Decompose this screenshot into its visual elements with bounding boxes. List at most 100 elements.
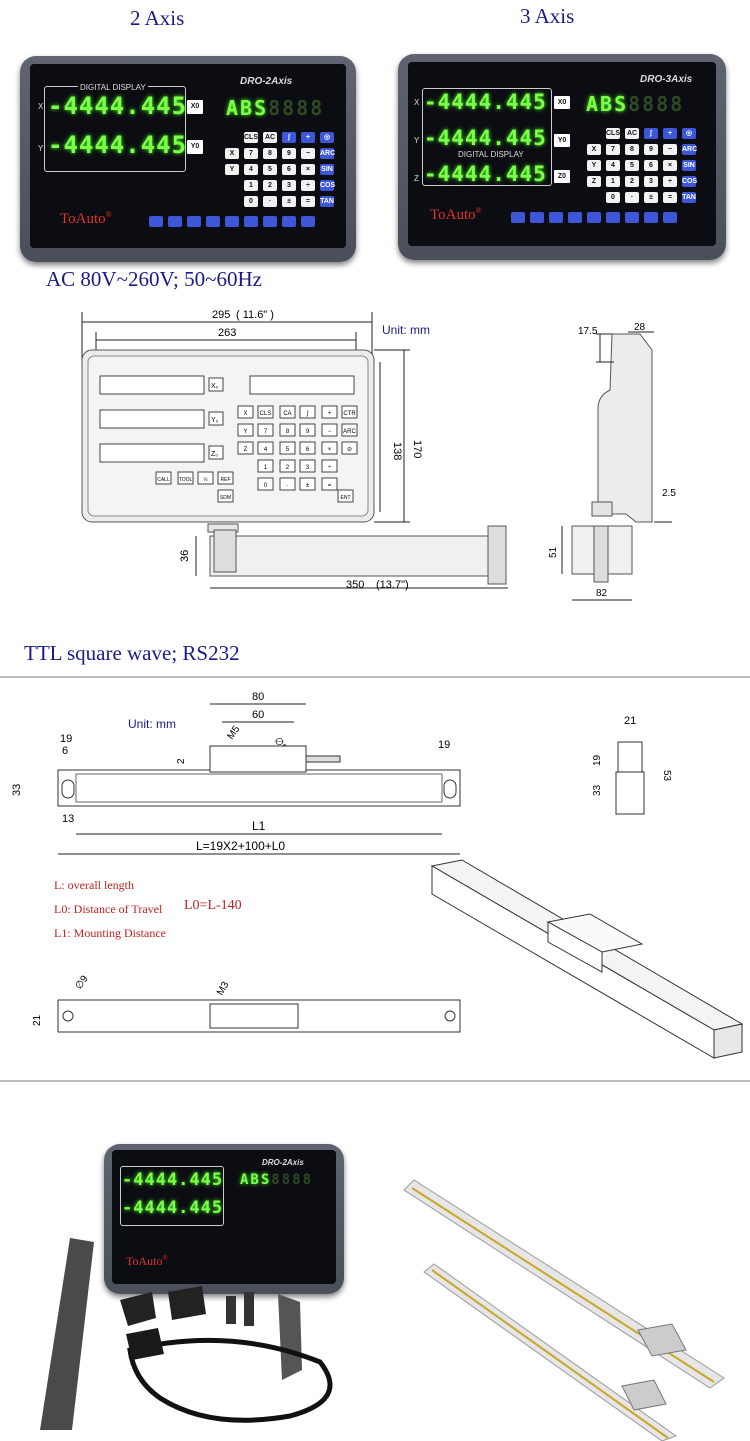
axis-select-key[interactable]: Y (225, 164, 239, 175)
keypad-key[interactable]: 1 (244, 180, 258, 191)
keypad-key[interactable]: 2 (625, 176, 639, 187)
function-key[interactable] (663, 212, 677, 223)
drawing-key (321, 423, 338, 437)
keypad-key[interactable]: SIN (682, 160, 696, 171)
function-key[interactable] (644, 212, 658, 223)
dro-2axis-zero-y[interactable]: Y0 (187, 140, 203, 154)
keypad-key[interactable]: COS (320, 180, 336, 191)
dim-350-in: (13.7") (376, 579, 409, 591)
function-key[interactable] (530, 212, 544, 223)
function-key[interactable] (244, 216, 258, 227)
keypad-key[interactable]: 0 (606, 192, 620, 203)
function-key[interactable] (549, 212, 563, 223)
function-key[interactable] (206, 216, 220, 227)
function-key[interactable] (606, 212, 620, 223)
function-key[interactable] (282, 216, 296, 227)
drawing-key-label: − (328, 429, 332, 435)
keypad-key[interactable]: AC (625, 128, 639, 139)
keypad-key[interactable]: 9 (282, 148, 296, 159)
function-key[interactable] (301, 216, 315, 227)
dro-3axis-zero-x[interactable]: X0 (554, 96, 570, 109)
drawing-fn-key (217, 489, 234, 503)
function-key[interactable] (149, 216, 163, 227)
keypad-key[interactable]: + (301, 132, 315, 143)
keypad-key[interactable]: − (301, 148, 315, 159)
keypad-key[interactable]: COS (682, 176, 698, 187)
drawing-fn-key-label: TOOL (179, 477, 193, 483)
keypad-key[interactable]: ◎ (682, 128, 696, 139)
keypad-key[interactable]: ARC (682, 144, 698, 155)
isometric-scale (430, 859, 744, 1059)
keypad-key[interactable]: CLS (606, 128, 620, 139)
function-key[interactable] (187, 216, 201, 227)
keypad-key[interactable]: TAN (320, 196, 334, 207)
keypad-key[interactable]: 5 (625, 160, 639, 171)
drawing-key-label: X (243, 411, 247, 417)
legend-l0: L0: Distance of Travel (54, 902, 163, 916)
keypad-key[interactable]: ∫ (644, 128, 658, 139)
keypad-key[interactable]: 2 (263, 180, 277, 191)
function-key[interactable] (625, 212, 639, 223)
drawing-key-label: + (328, 411, 332, 417)
dro-3axis-readout-x: -4444.445 (424, 90, 547, 114)
keypad-key[interactable]: · (263, 196, 277, 207)
keypad-key[interactable]: 8 (263, 148, 277, 159)
keypad-key[interactable]: 3 (282, 180, 296, 191)
function-key[interactable] (587, 212, 601, 223)
keypad-key[interactable]: 7 (606, 144, 620, 155)
keypad-key[interactable]: ARC (320, 148, 336, 159)
keypad-key[interactable]: AC (263, 132, 277, 143)
dro-2axis-zero-x[interactable]: X0 (187, 100, 203, 114)
keypad-key[interactable]: 4 (244, 164, 258, 175)
dim-m5: M5 (225, 724, 242, 742)
keypad-key[interactable]: CLS (244, 132, 258, 143)
dro-2axis-mode: ABS8888 (226, 96, 325, 120)
keypad-key[interactable]: 9 (644, 144, 658, 155)
axis-select-key[interactable]: Z (587, 176, 601, 187)
keypad-key[interactable]: SIN (320, 164, 334, 175)
dro-3axis-zero-y[interactable]: Y0 (554, 134, 570, 147)
axis-select-key[interactable]: X (225, 148, 239, 159)
keypad-key[interactable]: 4 (606, 160, 620, 171)
keypad-key[interactable]: TAN (682, 192, 696, 203)
axis-select-key[interactable]: Y (587, 160, 601, 171)
function-key[interactable] (225, 216, 239, 227)
drawing-key (299, 423, 316, 437)
keypad-key[interactable]: 7 (244, 148, 258, 159)
dro-2axis-panel-label: DIGITAL DISPLAY (78, 83, 148, 92)
product-dro-brand: ToAuto® (126, 1254, 168, 1268)
dro-3axis-zero-z[interactable]: Z0 (554, 170, 570, 183)
dim-s19: 19 (592, 754, 603, 766)
keypad-key[interactable]: ± (644, 192, 658, 203)
keypad-key[interactable]: = (301, 196, 315, 207)
keypad-key[interactable]: · (625, 192, 639, 203)
keypad-key[interactable]: ÷ (663, 176, 677, 187)
keypad-key[interactable]: ∫ (282, 132, 296, 143)
keypad-key[interactable]: 5 (263, 164, 277, 175)
axis-select-key[interactable]: X (587, 144, 601, 155)
keypad-key[interactable]: 1 (606, 176, 620, 187)
product-dro-face: DRO-2Axis -4444.445 -4444.445 ABS8888 To… (112, 1150, 336, 1284)
function-key[interactable] (263, 216, 277, 227)
function-key[interactable] (511, 212, 525, 223)
zero-key-z (208, 445, 224, 460)
keypad-key[interactable]: 8 (625, 144, 639, 155)
dro-3axis-display-frame (422, 88, 552, 186)
function-key[interactable] (568, 212, 582, 223)
keypad-key[interactable]: ◎ (320, 132, 334, 143)
keypad-key[interactable]: ÷ (301, 180, 315, 191)
drawing-key (321, 477, 338, 491)
keypad-key[interactable]: 6 (282, 164, 296, 175)
drawing-fn-key-label: ENT (341, 495, 351, 501)
drawing-fn-key (155, 471, 172, 485)
keypad-key[interactable]: + (663, 128, 677, 139)
keypad-key[interactable]: 6 (644, 160, 658, 171)
keypad-key[interactable]: = (663, 192, 677, 203)
keypad-key[interactable]: − (663, 144, 677, 155)
keypad-key[interactable]: 0 (244, 196, 258, 207)
keypad-key[interactable]: 3 (644, 176, 658, 187)
keypad-key[interactable]: × (663, 160, 677, 171)
function-key[interactable] (168, 216, 182, 227)
keypad-key[interactable]: ± (282, 196, 296, 207)
keypad-key[interactable]: × (301, 164, 315, 175)
